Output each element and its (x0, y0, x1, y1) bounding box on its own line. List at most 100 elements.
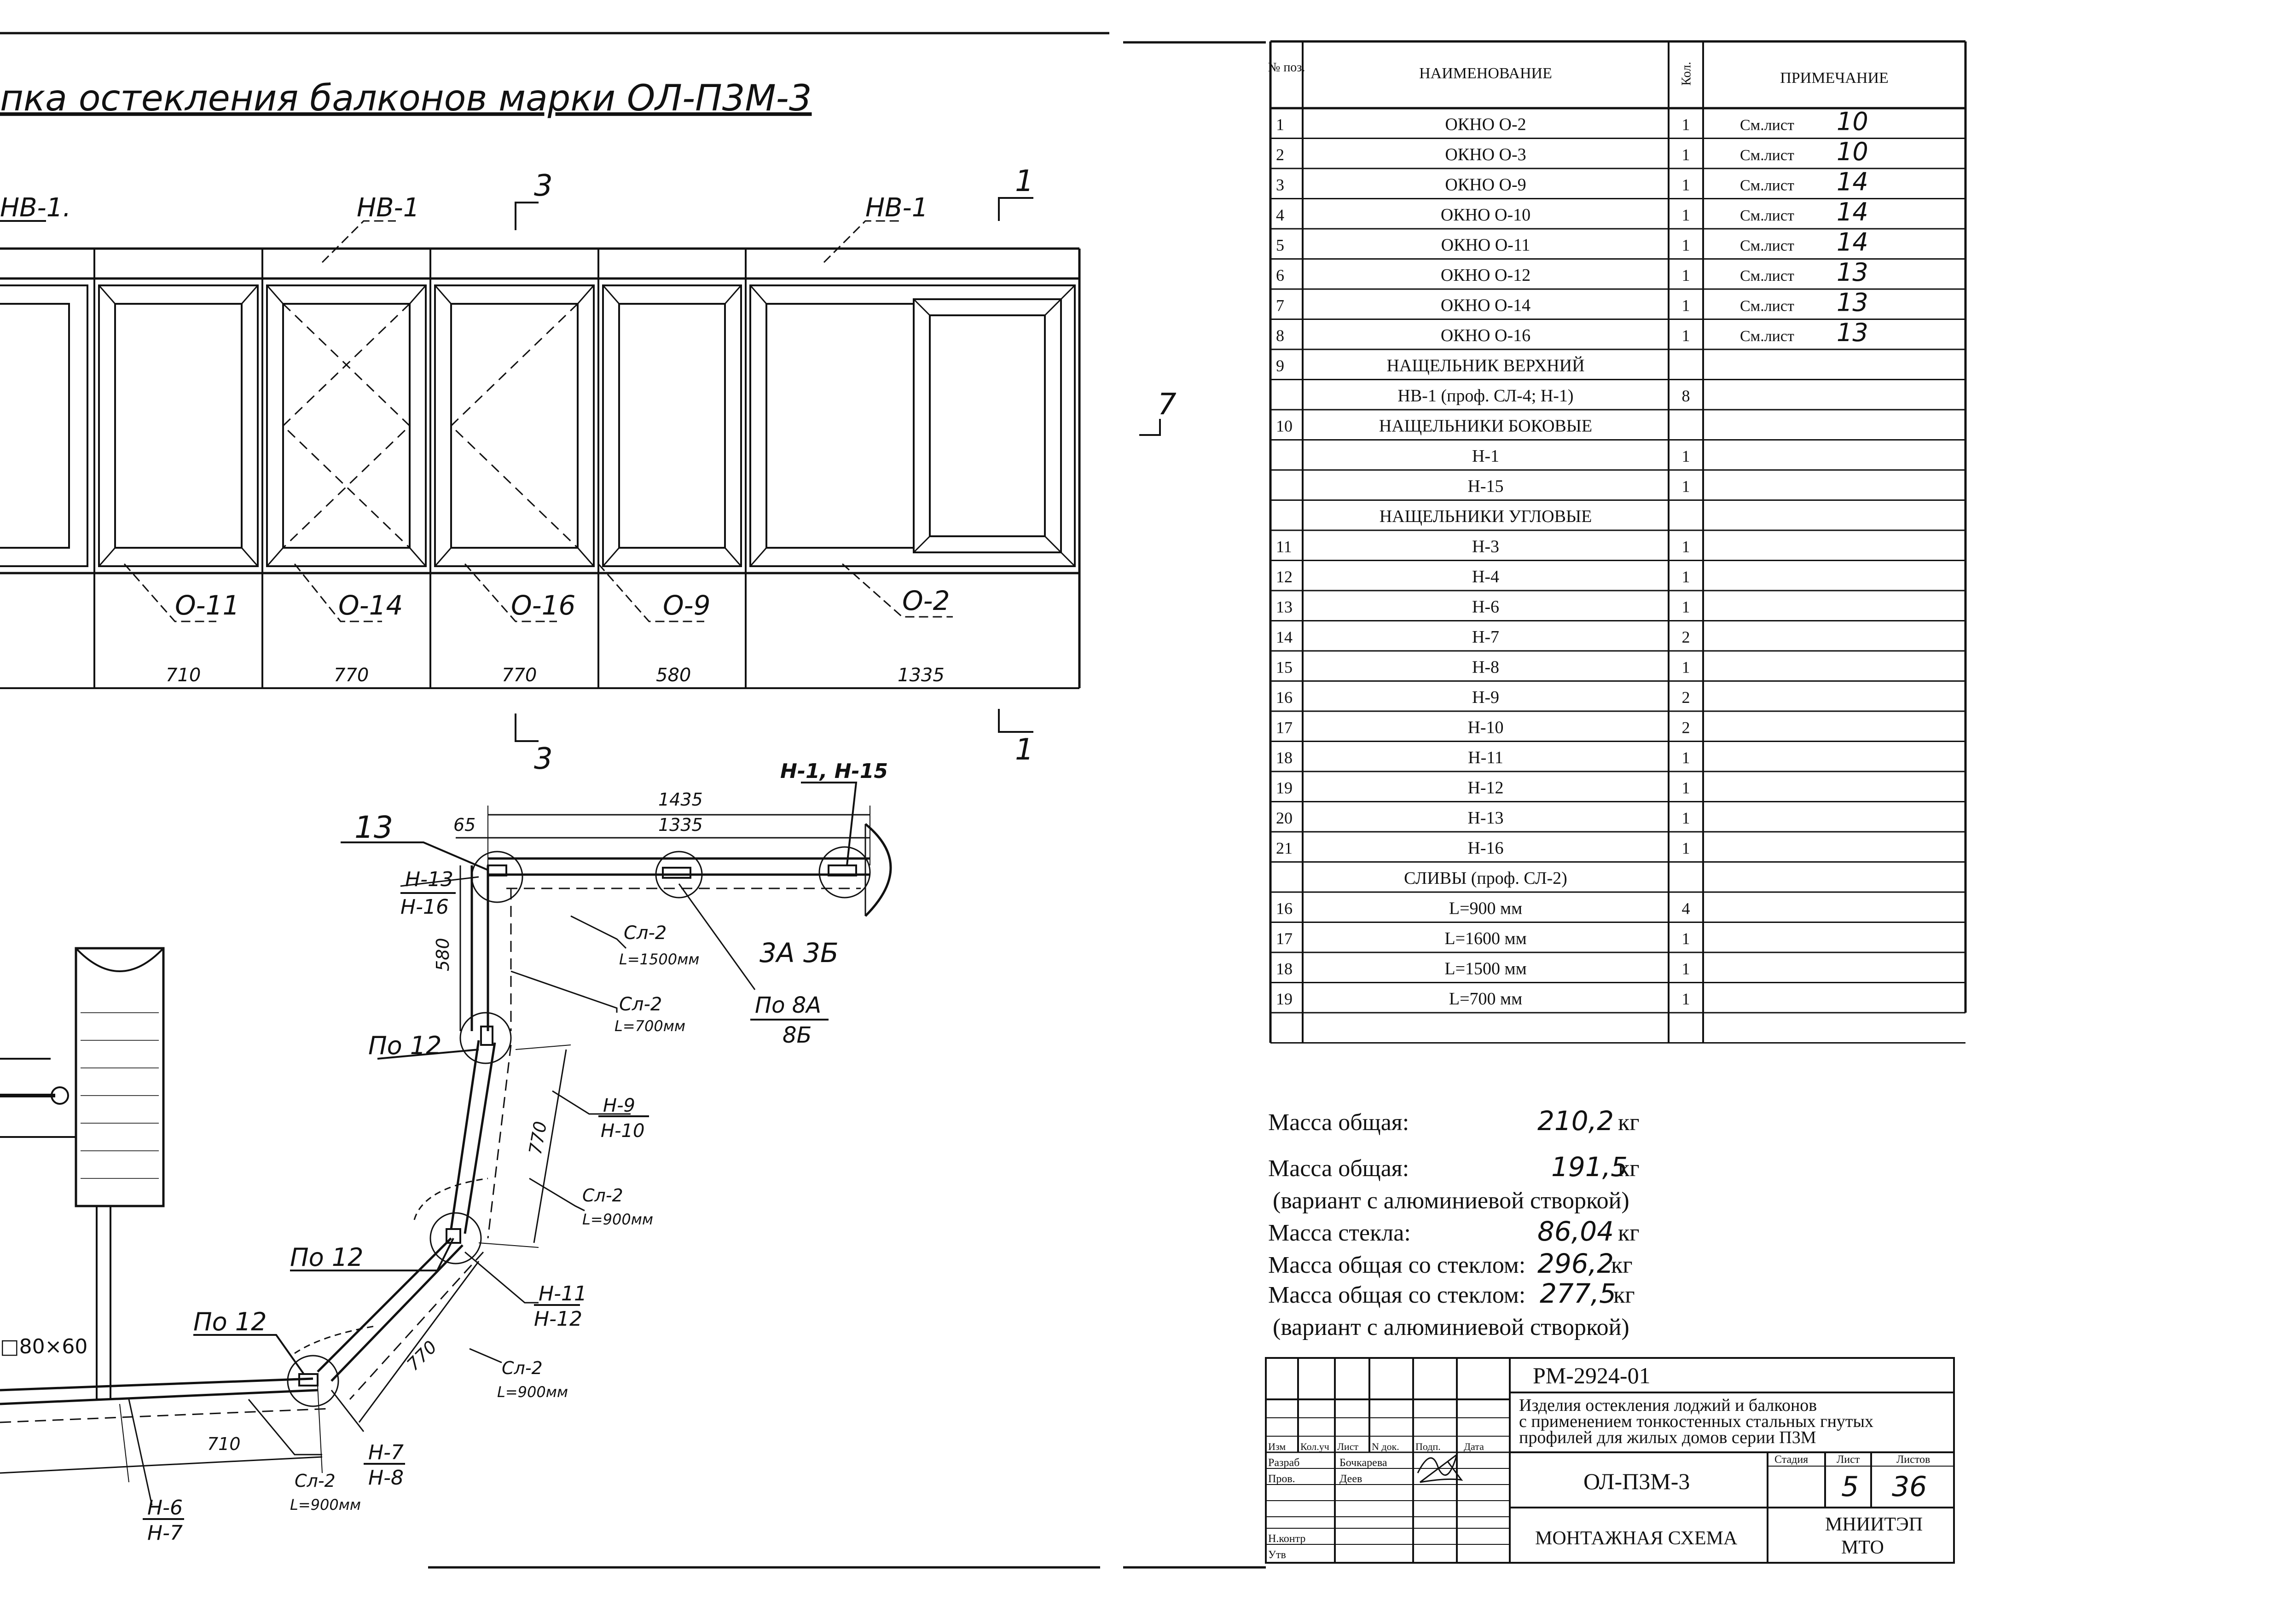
mass-label-4: Масса общая со стеклом: (1268, 1252, 1525, 1278)
table-row-name: Н-1 (1472, 447, 1499, 466)
table-row-name: Н-6 (1472, 597, 1499, 617)
table-row-pos: 21 (1276, 839, 1293, 858)
table-row-sheet: 13 (1837, 288, 1868, 317)
table-row-pos: 18 (1276, 748, 1293, 767)
table-row-name: ОКНО О-12 (1441, 266, 1531, 285)
flashing-label-left: НВ-1 (357, 193, 419, 223)
label-h7: Н-7 (368, 1441, 404, 1464)
section-mark-7: 7 (1158, 388, 1177, 422)
table-row-name: НАЩЕЛЬНИКИ УГЛОВЫЕ (1380, 507, 1592, 526)
mass-value-3: 86,04 (1537, 1216, 1614, 1247)
dim-580: 580 (433, 938, 453, 971)
table-row-note: См.лист (1740, 328, 1794, 345)
table-row-qty: 1 (1682, 568, 1690, 586)
table-row-pos: 8 (1276, 326, 1284, 345)
table-row-pos: 17 (1276, 719, 1293, 737)
mass-value-4: 296,2 (1537, 1248, 1614, 1279)
list-label: Лист (1837, 1454, 1860, 1466)
listov-label: Листов (1896, 1454, 1930, 1466)
table-row-qty: 1 (1682, 929, 1690, 948)
table-row-pos: 16 (1276, 688, 1293, 707)
elevation-view (0, 197, 1161, 742)
table-row-pos: 6 (1276, 266, 1284, 284)
table-row-name: ОКНО О-3 (1445, 145, 1526, 164)
table-row-name: Н-11 (1468, 748, 1503, 767)
label-po-8a: По 8А (755, 992, 821, 1018)
table-row-qty: 1 (1682, 116, 1690, 134)
col-koluch: Кол.уч (1300, 1441, 1329, 1452)
window-label-o11: О-11 (175, 590, 239, 621)
table-row-note: См.лист (1740, 117, 1794, 134)
table-row-name: L=1600 мм (1444, 929, 1526, 948)
table-row-note: См.лист (1740, 207, 1794, 224)
label-tube: □80×60 (0, 1335, 87, 1358)
dimension-770-a: 770 (334, 665, 369, 686)
header-note: ПРИМЕЧАНИЕ (1780, 70, 1889, 87)
table-row-name: ОКНО О-10 (1441, 205, 1531, 225)
dim-710: 710 (207, 1434, 241, 1454)
table-row-name: НАЩЕЛЬНИК ВЕРХНИЙ (1386, 356, 1584, 376)
table-row-qty: 1 (1682, 176, 1690, 194)
mass-value-5: 277,5 (1540, 1278, 1616, 1309)
table-row-qty: 1 (1682, 326, 1690, 345)
table-row-qty: 2 (1682, 628, 1690, 646)
mass-label-2: Масса общая: (1268, 1155, 1409, 1182)
label-po12-b: По 12 (290, 1243, 364, 1272)
table-row-sheet: 14 (1837, 168, 1868, 197)
table-row-pos: 7 (1276, 296, 1284, 315)
flashing-label-edge: НВ-1. (0, 193, 71, 223)
label-sl2-900-a-len: L=900мм (582, 1211, 653, 1228)
col-podp: Подп. (1415, 1441, 1441, 1452)
prov-name: Деев (1339, 1473, 1362, 1485)
table-row-pos: 5 (1276, 236, 1284, 255)
table-row-qty: 1 (1682, 477, 1690, 496)
list-value: 5 (1841, 1471, 1859, 1503)
stage-label: Стадия (1774, 1454, 1808, 1466)
table-row-pos: 17 (1276, 929, 1293, 948)
listov-value: 36 (1892, 1471, 1927, 1503)
table-row-name: Н-9 (1472, 688, 1499, 707)
table-row-pos: 16 (1276, 899, 1293, 918)
section-mark-3-top: 3 (534, 169, 553, 203)
table-row-name: L=1500 мм (1444, 959, 1526, 979)
flashing-label-right: НВ-1 (865, 193, 928, 223)
drawing-title: пка остекления балконов марки ОЛ-П3М-3 (0, 78, 812, 119)
col-list: Лист (1337, 1441, 1358, 1452)
table-row-sheet: 13 (1837, 318, 1868, 347)
table-row-pos: 19 (1276, 990, 1293, 1008)
dimension-710: 710 (166, 665, 201, 686)
doc-description-3: профилей для жилых домов серии П3М (1519, 1428, 1816, 1447)
table-row-pos: 14 (1276, 628, 1293, 646)
mass-label-1: Масса общая: (1268, 1109, 1409, 1136)
table-row-pos: 13 (1276, 598, 1293, 616)
table-row-name: L=700 мм (1449, 989, 1522, 1009)
label-sl2-900-c-len: L=900мм (290, 1496, 361, 1514)
mass-unit-5: кг (1613, 1282, 1635, 1308)
table-row-name: ОКНО О-14 (1441, 296, 1531, 315)
label-sl2-1500-len: L=1500мм (619, 951, 699, 968)
signature-mark (1417, 1453, 1463, 1483)
table-row-note: См.лист (1740, 177, 1794, 194)
table-row-sheet: 14 (1837, 228, 1868, 257)
dim-65: 65 (453, 815, 475, 835)
table-row-name: ОКНО О-2 (1445, 115, 1526, 134)
table-row-note: См.лист (1740, 238, 1794, 255)
table-row-qty: 8 (1682, 387, 1690, 405)
table-row-note: См.лист (1740, 267, 1794, 284)
table-row-name: Н-3 (1472, 537, 1499, 557)
table-row-qty: 1 (1682, 296, 1690, 315)
doc-description-1: Изделия остекления лоджий и балконов (1519, 1396, 1817, 1415)
table-row-name: Н-10 (1467, 718, 1503, 737)
table-row-pos: 4 (1276, 206, 1284, 224)
label-h9: Н-9 (603, 1095, 635, 1116)
mass-value-2: 191,5 (1551, 1151, 1628, 1183)
table-row-pos: 12 (1276, 568, 1293, 586)
table-row-pos: 1 (1276, 116, 1284, 134)
table-row-note: См.лист (1740, 298, 1794, 315)
table-row-pos: 18 (1276, 960, 1293, 978)
label-h10: Н-10 (601, 1120, 644, 1142)
section-mark-3-bottom: 3 (534, 742, 553, 776)
table-row-name: ОКНО О-11 (1441, 236, 1531, 255)
label-h7-bottom: Н-7 (147, 1521, 183, 1545)
